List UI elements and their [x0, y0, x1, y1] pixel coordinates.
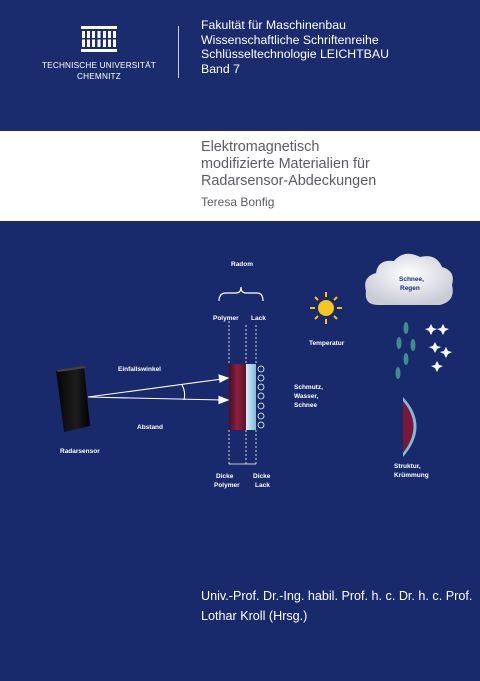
- label-abstand: Abstand: [137, 424, 163, 431]
- editor-line-2: Lothar Kroll (Hrsg.): [201, 609, 308, 623]
- label-temperatur: Temperatur: [309, 340, 345, 347]
- label-schmutz-line1: Schmutz,: [294, 384, 323, 391]
- cloud-icon: [365, 253, 453, 305]
- label-dicke-polymer-line1: Dicke: [216, 473, 234, 480]
- editor-line-1: Univ.-Prof. Dr.-Ing. habil. Prof. h. c. …: [201, 589, 473, 603]
- label-struktur-line1: Struktur,: [394, 463, 421, 470]
- cover-header: [0, 0, 480, 131]
- title-line-3: Radarsensor-Abdeckungen: [201, 173, 377, 189]
- sub-series-name: Schlüsseltechnologie LEICHTBAU: [201, 47, 389, 61]
- label-cloud-line2: Regen: [400, 285, 420, 292]
- radar-cover-diagram: Radom Polymer Lack Temperatur Schnee, Re…: [0, 221, 480, 521]
- label-polymer: Polymer: [213, 315, 239, 322]
- curved-structure-icon: [403, 397, 417, 457]
- sun-icon: [310, 292, 342, 324]
- volume-number: Band 7: [201, 61, 240, 76]
- snowflakes-icon: [425, 324, 452, 372]
- label-schmutz-line3: Schnee: [294, 402, 318, 409]
- radom-layers: [228, 321, 265, 465]
- polymer-layer: [229, 364, 246, 430]
- label-struktur-line2: Krümmung: [394, 472, 429, 479]
- series-name: Wissenschaftliche Schriftenreihe: [201, 32, 379, 47]
- university-logo: TECHNISCHE UNIVERSITÄT CHEMNITZ: [36, 24, 162, 84]
- editor-block: Univ.-Prof. Dr.-Ing. habil. Prof. h. c. …: [201, 586, 472, 626]
- book-title: Elektromagnetisch modifizierte Materiali…: [201, 139, 376, 190]
- university-name-line2: CHEMNITZ: [77, 72, 121, 81]
- title-line-1: Elektromagnetisch: [201, 139, 320, 155]
- radar-sensor-icon: [56, 366, 90, 432]
- label-dicke-lack-line2: Lack: [255, 482, 270, 489]
- tu-chemnitz-building-icon: [81, 26, 117, 52]
- radar-beam-lines: [87, 374, 230, 405]
- raindrops-icon: [395, 322, 416, 379]
- university-name-line1: TECHNISCHE UNIVERSITÄT: [41, 61, 157, 70]
- label-schmutz-line2: Wasser,: [294, 393, 319, 400]
- lack-layer: [246, 364, 256, 430]
- title-band: [0, 131, 480, 221]
- label-radarsensor: Radarsensor: [60, 448, 100, 455]
- label-dicke-lack-line1: Dicke: [253, 473, 271, 480]
- header-divider: [178, 26, 179, 78]
- title-line-2: modifizierte Materialien für: [201, 156, 370, 172]
- label-lack: Lack: [251, 315, 266, 322]
- label-dicke-polymer-line2: Polymer: [214, 482, 240, 489]
- faculty-name: Fakultät für Maschinenbau: [201, 18, 346, 32]
- diagram-svg: Radom Polymer Lack Temperatur Schnee, Re…: [56, 253, 453, 489]
- label-radom: Radom: [231, 261, 253, 268]
- series-info: Fakultät für Maschinenbau Wissenschaftli…: [201, 18, 389, 76]
- radom-brace: [218, 286, 264, 302]
- label-cloud-line1: Schnee,: [399, 276, 424, 283]
- book-author: Teresa Bonfig: [201, 195, 275, 209]
- label-einfallswinkel: Einfallswinkel: [118, 366, 161, 373]
